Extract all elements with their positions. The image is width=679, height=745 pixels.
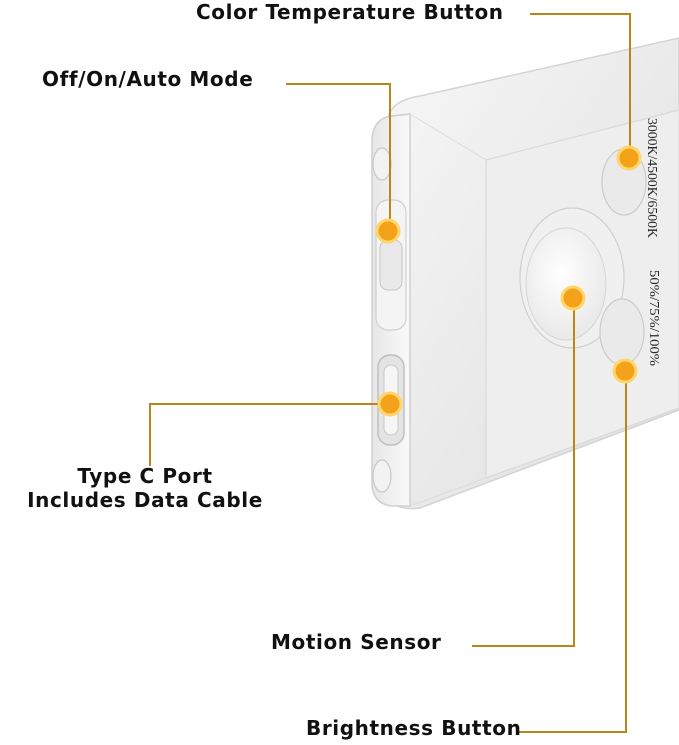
color-temperature-label: Color Temperature Button [196, 0, 504, 24]
mode-switch-knob [379, 239, 403, 291]
bottom-screw [372, 459, 392, 493]
type-c-label-line2: Includes Data Cable [27, 488, 263, 512]
type-c-label: Type C Port Includes Data Cable [0, 464, 290, 512]
marker-motion-sensor [560, 285, 586, 311]
type-c-label-line1: Type C Port [77, 464, 213, 488]
brightness-button [599, 298, 645, 366]
mode-label: Off/On/Auto Mode [42, 67, 254, 91]
motion-sensor-label: Motion Sensor [271, 630, 442, 654]
marker-brightness [612, 358, 638, 384]
leader-line-mode [286, 83, 391, 230]
marker-color-temperature [616, 145, 642, 171]
leader-line-color-temperature [530, 13, 631, 158]
marker-dots [375, 145, 642, 417]
color-temperature-text: 3000K/4500K/6500K [644, 118, 659, 238]
marker-mode [375, 218, 401, 244]
marker-type-c [377, 391, 403, 417]
brightness-levels-text: 50%/75%/100% [646, 270, 661, 366]
top-screw [372, 147, 392, 181]
leader-line-motion-sensor [472, 300, 575, 647]
leader-line-type-c [149, 403, 388, 466]
brightness-label: Brightness Button [306, 716, 522, 740]
leader-line-brightness [516, 372, 627, 733]
motion-sensor-dome [525, 227, 607, 341]
